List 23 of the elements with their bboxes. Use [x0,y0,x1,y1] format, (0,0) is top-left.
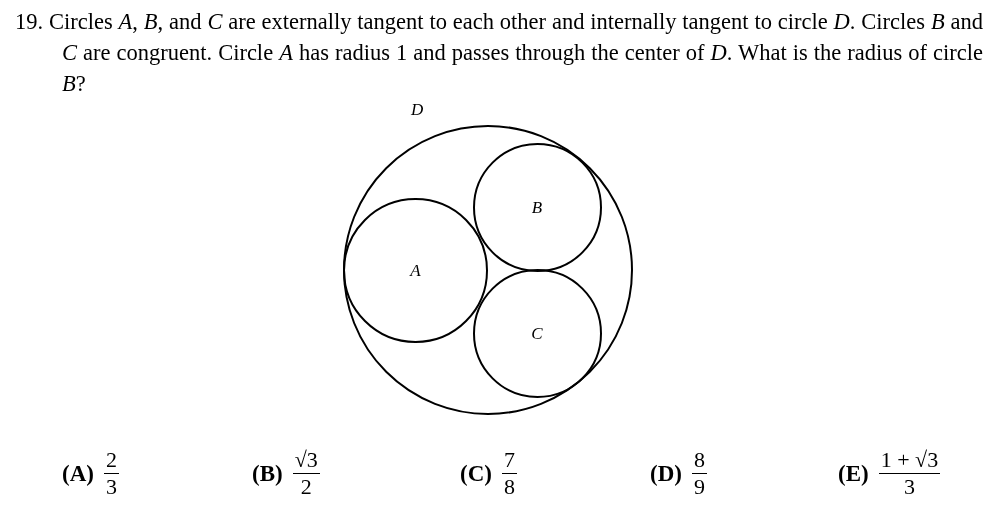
numerator: 7 [502,447,516,473]
circle-label: B [531,198,543,216]
denominator: 3 [878,473,941,500]
choice-letter: (D) [650,460,682,487]
choice-letter: (E) [838,460,869,487]
circle [472,142,602,272]
numerator: 1 + √3 [879,447,940,473]
numerator: √3 [293,447,319,473]
choice-letter: (B) [252,460,283,487]
denominator: 8 [501,473,517,500]
denominator: 9 [691,473,707,500]
circle-label: A [410,261,421,279]
circle-label: C [531,324,543,342]
circle [343,197,488,343]
numerator: 8 [692,447,706,473]
choice-letter: (C) [460,460,492,487]
numerator: 2 [104,447,118,473]
denominator: 2 [292,473,320,500]
circle-label: D [411,101,424,118]
circle [472,268,602,398]
denominator: 3 [103,473,119,500]
question-text: 19. Circles A, B, and C are externally tangent to each other and internally tangent to circle D. Circles B and C are congruent. Circle A has radius 1 and passes through the center of D. What is the radius of circle B? [15,8,983,98]
choice-letter: (A) [62,460,94,487]
